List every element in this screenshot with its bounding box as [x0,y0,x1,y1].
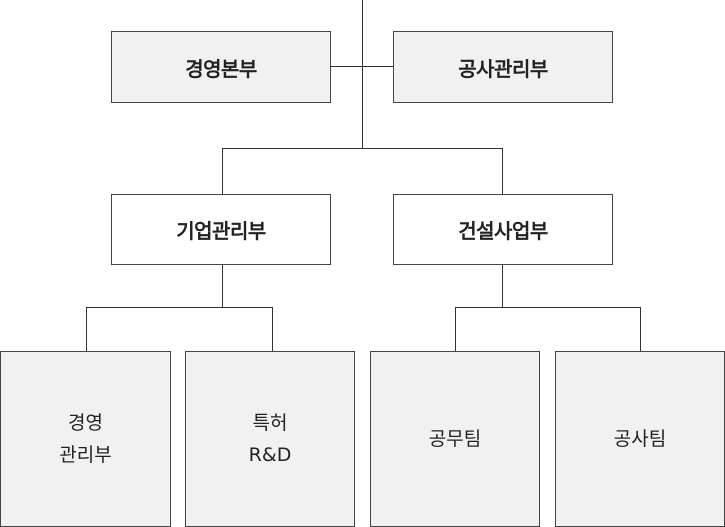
top-trunk-line [362,0,363,148]
team-label-line: 공무팀 [428,428,482,450]
department-box-construction-business: 건설사업부 [393,194,613,265]
executive-label: 경영본부 [185,56,257,81]
team-box-patent-rnd: 특허 R&D [185,351,355,527]
team-drop-4 [640,307,641,351]
right-department-stem [502,264,503,308]
executive-box-management: 경영본부 [111,31,331,103]
executive-label: 공사관리부 [458,56,548,81]
department-label: 기업관리부 [176,219,266,243]
department-drop-left [222,148,223,194]
right-team-branch-line [455,307,641,308]
department-branch-line [222,148,503,149]
team-label-line: 공사팀 [613,428,667,450]
team-box-public-works: 공무팀 [370,351,540,527]
department-box-corporate-management: 기업관리부 [111,194,331,265]
team-drop-1 [86,307,87,351]
left-department-stem [222,264,223,308]
team-label-line: R&D [248,444,292,466]
executive-box-construction-management: 공사관리부 [393,31,613,103]
exec-connector-line [330,66,394,67]
department-drop-right [502,148,503,194]
team-box-management: 경영 관리부 [0,351,171,527]
team-label-line: 특허 [252,412,288,434]
department-label: 건설사업부 [458,219,548,243]
team-label-line: 관리부 [59,444,112,466]
team-drop-3 [455,307,456,351]
left-team-branch-line [86,307,273,308]
team-box-construction: 공사팀 [555,351,725,527]
team-label-line: 경영 [68,412,103,434]
team-drop-2 [272,307,273,351]
